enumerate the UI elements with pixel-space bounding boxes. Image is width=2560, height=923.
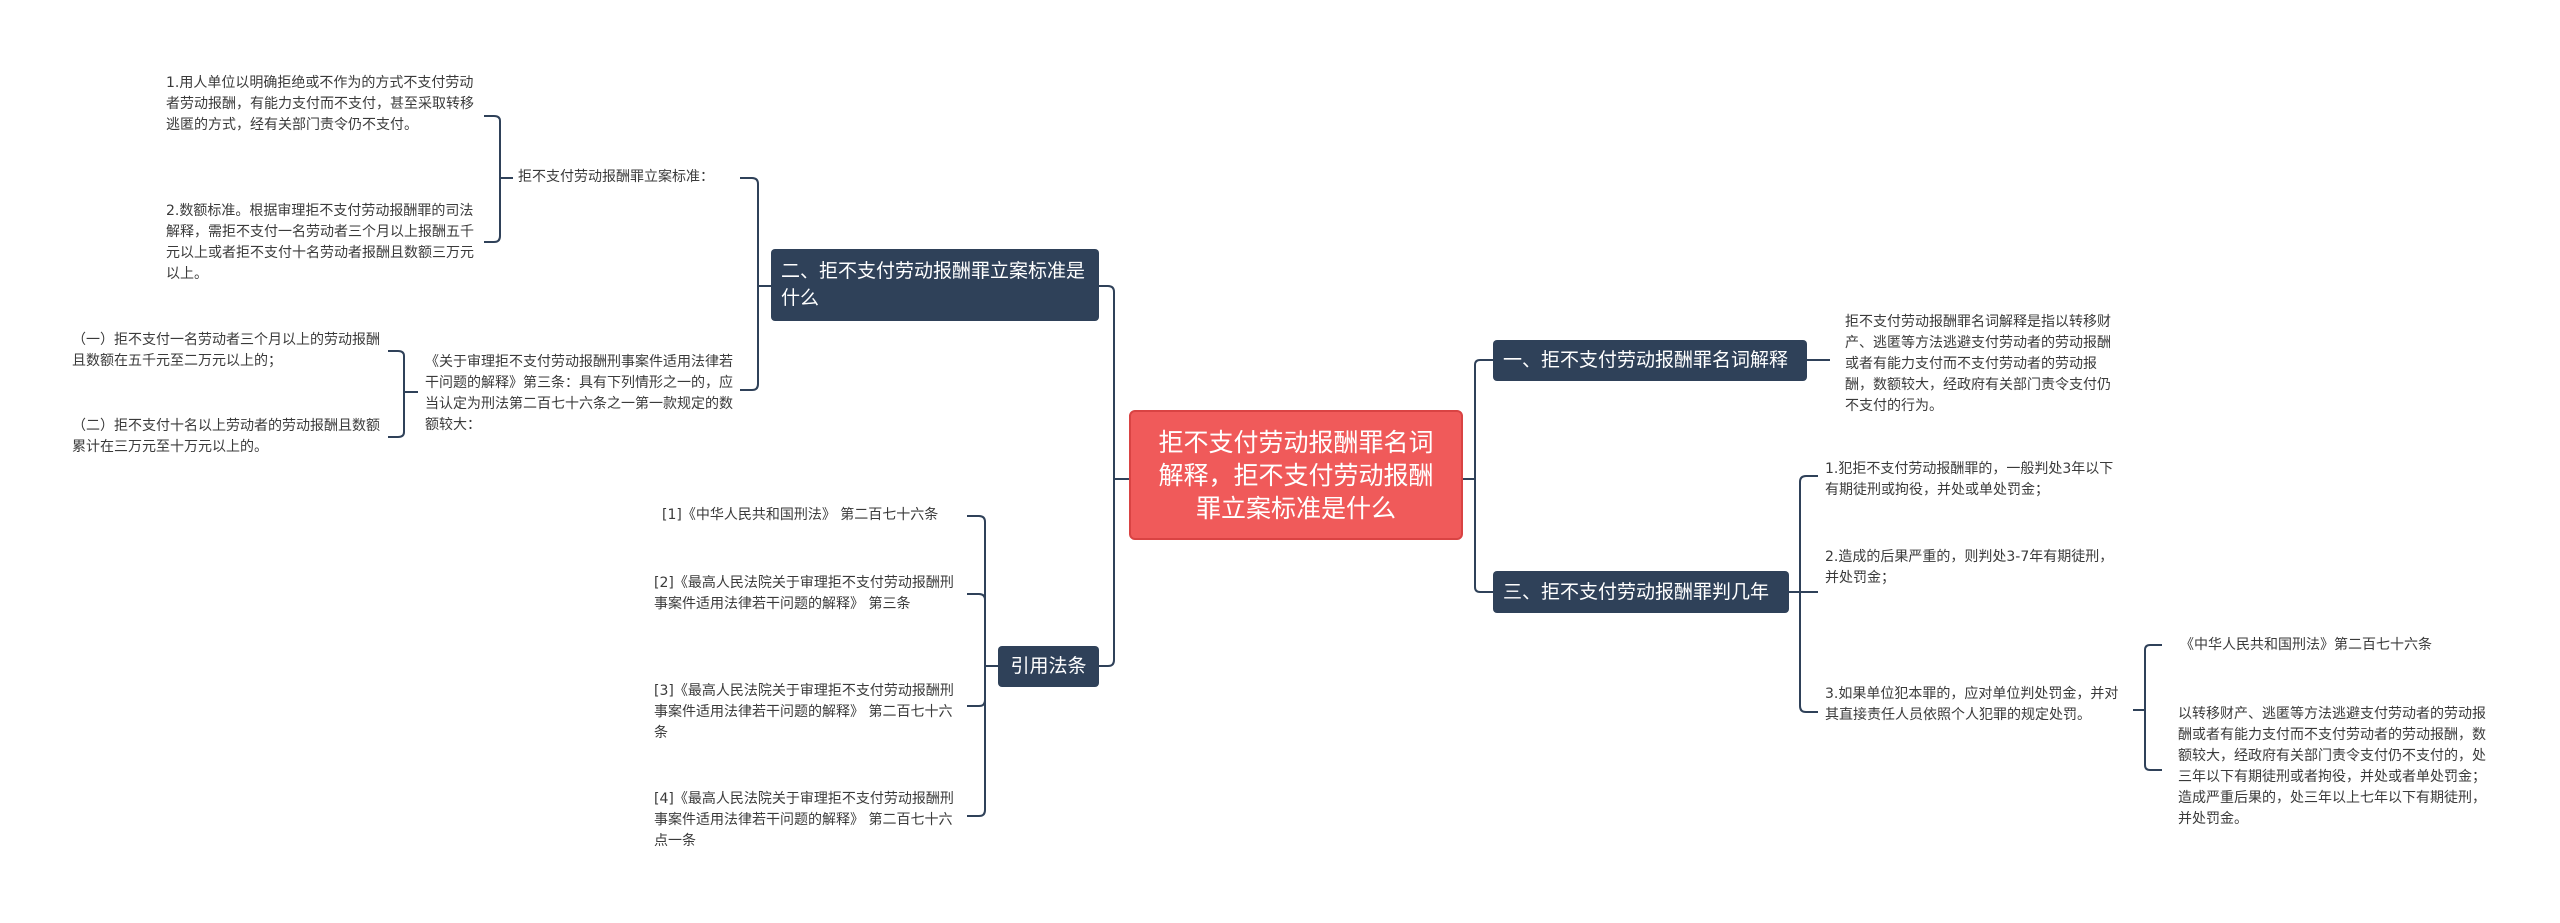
topic-definition[interactable]: 一、拒不支付劳动报酬罪名词解释 bbox=[1493, 340, 1807, 381]
topic-citations[interactable]: 引用法条 bbox=[998, 646, 1099, 687]
topic-sentence[interactable]: 三、拒不支付劳动报酬罪判几年 bbox=[1493, 571, 1789, 613]
topic-citations-label: 引用法条 bbox=[1010, 655, 1087, 677]
standard-sub1-item-2: 2.数额标准。根据审理拒不支付劳动报酬罪的司法解释，需拒不支付一名劳动者三个月以… bbox=[166, 203, 474, 282]
root-topic-label: 拒不支付劳动报酬罪名词解释，拒不支付劳动报酬罪立案标准是什么 bbox=[1158, 427, 1434, 523]
standard-sub2-item-1: （一）拒不支付一名劳动者三个月以上的劳动报酬且数额在五千元至二万元以上的； bbox=[72, 332, 380, 369]
standard-sub2-item-2: （二）拒不支付十名以上劳动者的劳动报酬且数额累计在三万元至十万元以上的。 bbox=[72, 418, 380, 455]
sentence-item-1: 1.犯拒不支付劳动报酬罪的，一般判处3年以下有期徒刑或拘役，并处或单处罚金； bbox=[1825, 461, 2114, 498]
topic-standard-label: 二、拒不支付劳动报酬罪立案标准是什么 bbox=[781, 260, 1086, 309]
sentence-item-3: 3.如果单位犯本罪的，应对单位判处罚金，并对其直接责任人员依照个人犯罪的规定处罚… bbox=[1825, 686, 2119, 723]
standard-sub1-label: 拒不支付劳动报酬罪立案标准： bbox=[518, 169, 714, 185]
citation-4: [4]《最高人民法院关于审理拒不支付劳动报酬刑事案件适用法律若干问题的解释》 第… bbox=[654, 791, 954, 849]
law-text: 以转移财产、逃匿等方法逃避支付劳动者的劳动报酬或者有能力支付而不支付劳动者的劳动… bbox=[2178, 706, 2486, 827]
citation-1: [1]《中华人民共和国刑法》 第二百七十六条 bbox=[662, 507, 939, 523]
sentence-item-2: 2.造成的后果严重的，则判处3-7年有期徒刑，并处罚金； bbox=[1825, 549, 2114, 586]
standard-sub2-label: 《关于审理拒不支付劳动报酬刑事案件适用法律若干问题的解释》第三条：具有下列情形之… bbox=[425, 354, 733, 433]
standard-sub1-item-1: 1.用人单位以明确拒绝或不作为的方式不支付劳动者劳动报酬，有能力支付而不支付，甚… bbox=[166, 75, 474, 133]
topic-sentence-label: 三、拒不支付劳动报酬罪判几年 bbox=[1503, 580, 1770, 603]
topic-definition-label: 一、拒不支付劳动报酬罪名词解释 bbox=[1503, 349, 1789, 371]
citation-3: [3]《最高人民法院关于审理拒不支付劳动报酬刑事案件适用法律若干问题的解释》 第… bbox=[654, 683, 954, 741]
topic-standard[interactable]: 二、拒不支付劳动报酬罪立案标准是什么 bbox=[771, 249, 1099, 321]
definition-detail: 拒不支付劳动报酬罪名词解释是指以转移财产、逃匿等方法逃避支付劳动者的劳动报酬或者… bbox=[1845, 314, 2111, 414]
law-reference: 《中华人民共和国刑法》第二百七十六条 bbox=[2180, 637, 2432, 653]
root-topic[interactable]: 拒不支付劳动报酬罪名词解释，拒不支付劳动报酬罪立案标准是什么 bbox=[1129, 410, 1463, 540]
citation-2: [2]《最高人民法院关于审理拒不支付劳动报酬刑事案件适用法律若干问题的解释》 第… bbox=[654, 575, 954, 612]
